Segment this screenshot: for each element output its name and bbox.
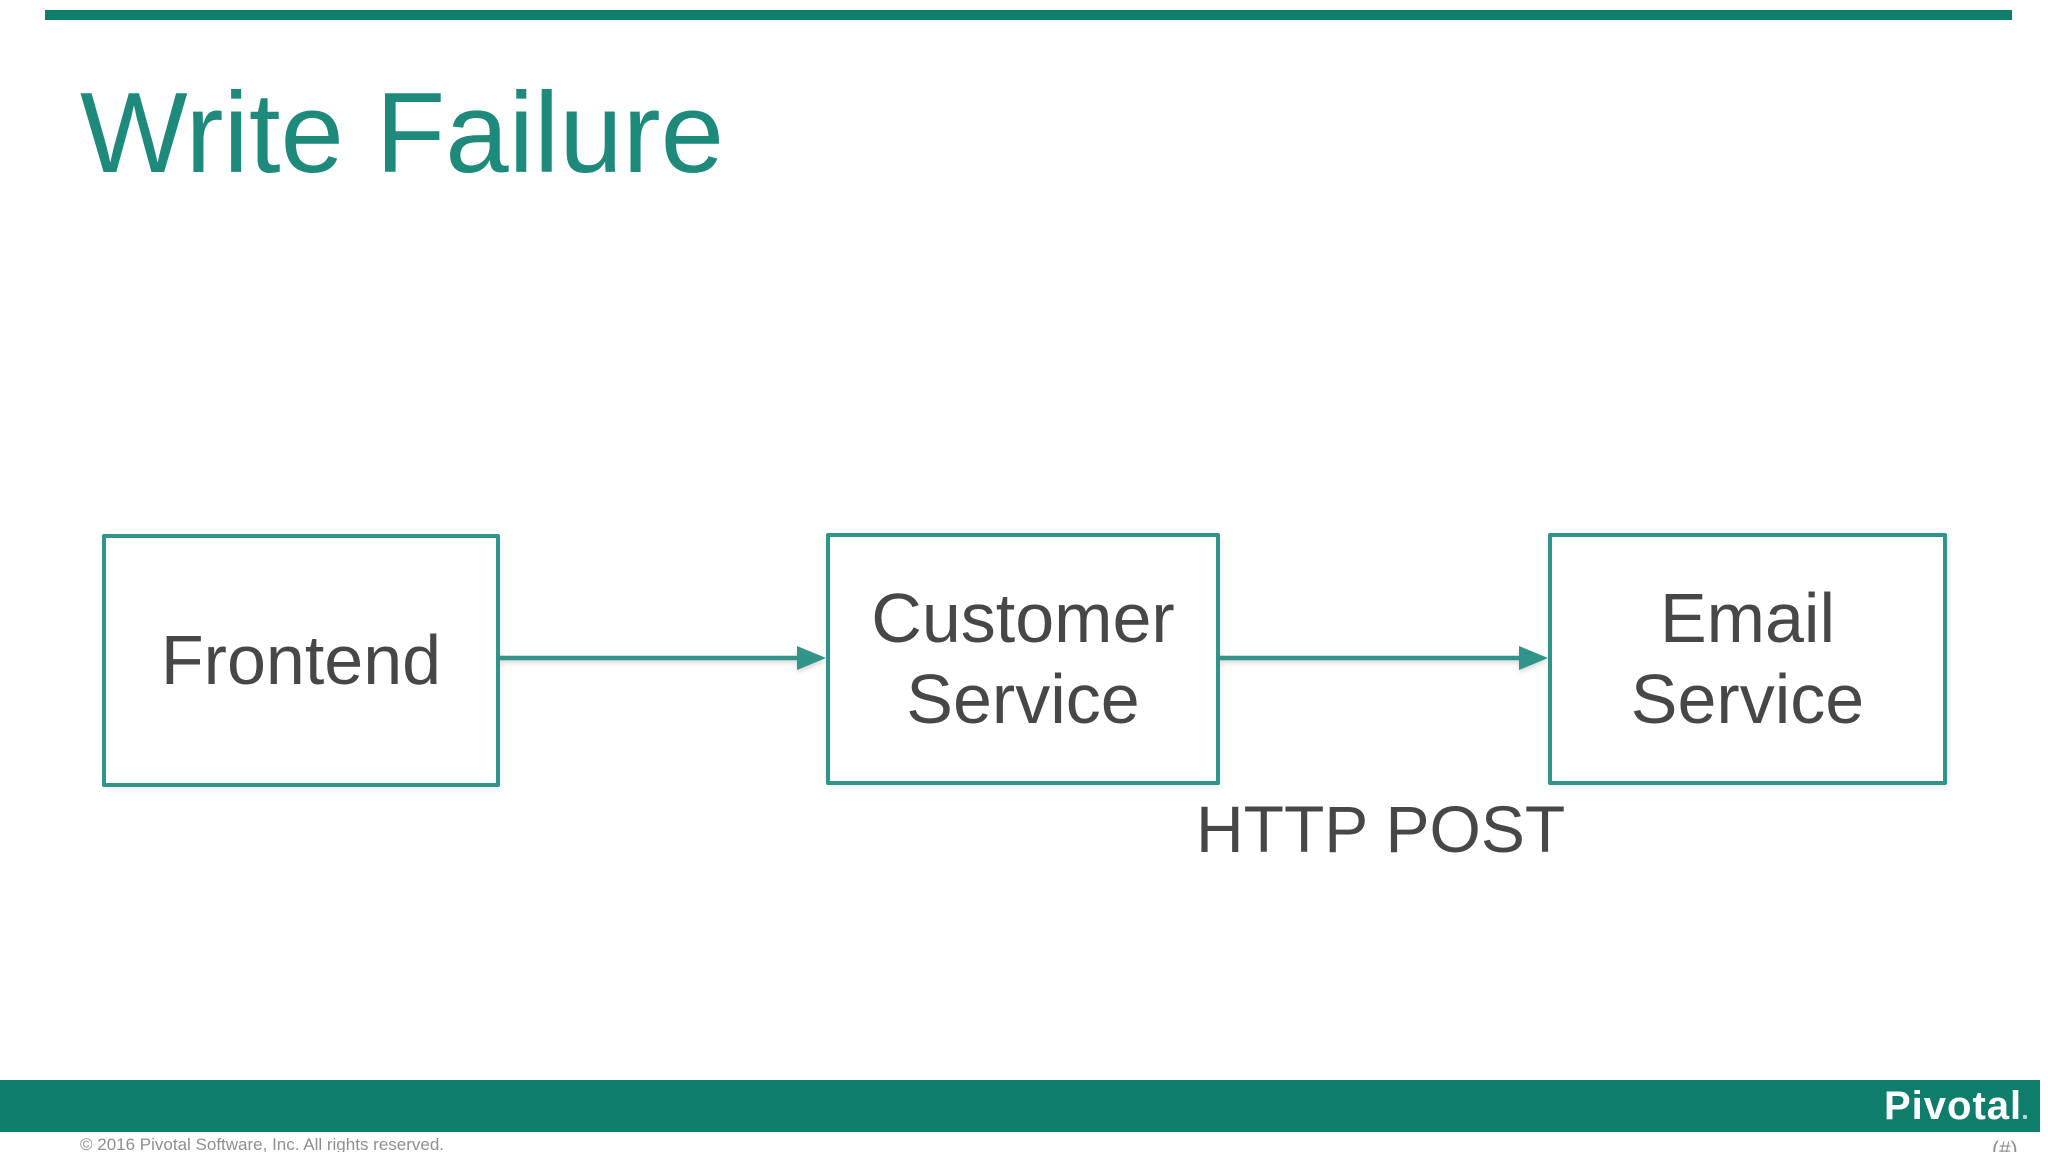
arrow-customer-service-to-email-service-icon — [1220, 646, 1548, 670]
slide-number-placeholder: (#) — [1992, 1138, 2018, 1152]
footer-bar — [0, 1080, 2040, 1132]
node-label-email-service: Email Service — [1630, 578, 1865, 738]
node-label-frontend: Frontend — [160, 620, 442, 699]
diagram-node-frontend: Frontend — [102, 534, 500, 787]
pivotal-logo: Pivotal — [1884, 1084, 2023, 1128]
top-accent-strip — [45, 10, 2012, 20]
arrow-label-http-post: HTTP POST — [1196, 792, 1566, 866]
diagram-node-customer-service: Customer Service — [826, 533, 1220, 785]
arrow-frontend-to-customer-service-icon — [500, 646, 826, 670]
slide-title: Write Failure — [80, 70, 725, 197]
copyright-text: © 2016 Pivotal Software, Inc. All rights… — [80, 1135, 445, 1152]
node-label-customer-service: Customer Service — [871, 578, 1175, 738]
diagram-node-email-service: Email Service — [1548, 533, 1947, 785]
pivotal-logo-dot — [2023, 1115, 2027, 1119]
